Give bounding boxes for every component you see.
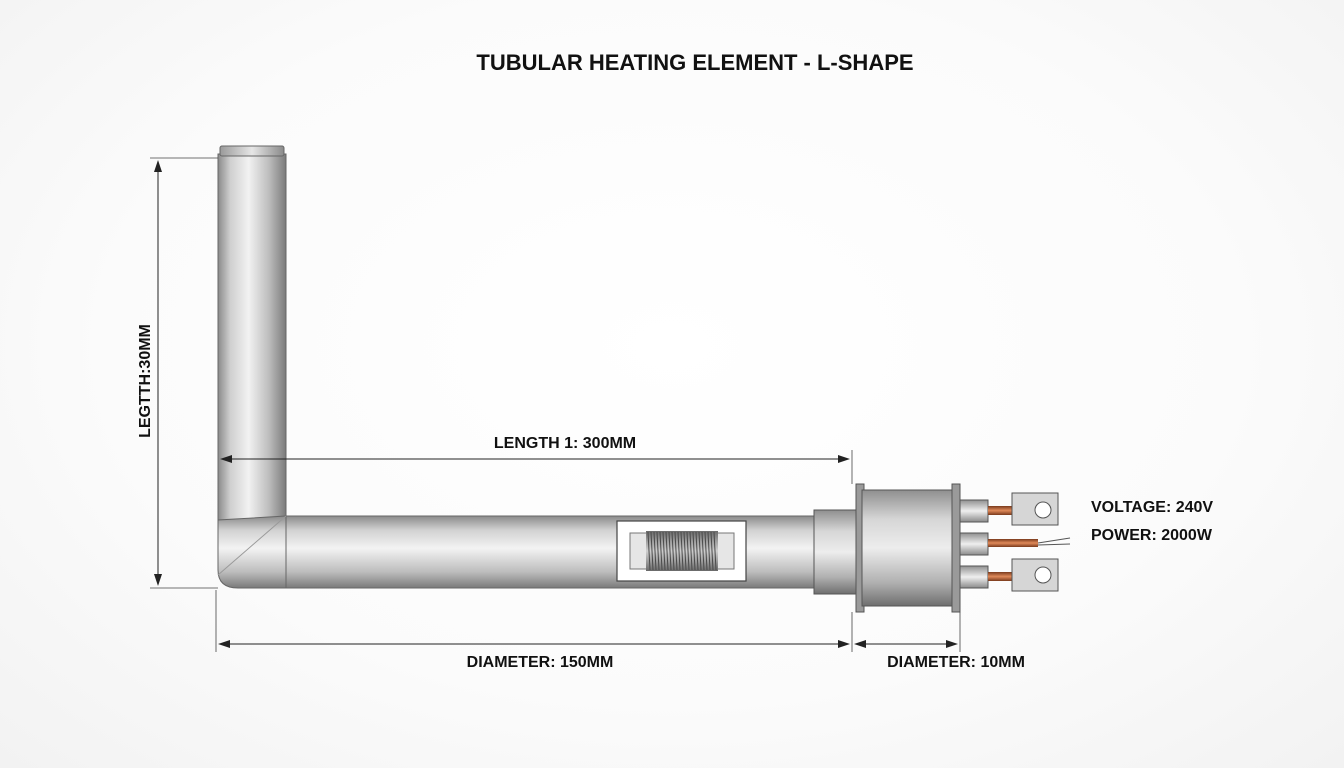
terminal-pin-top <box>959 499 989 523</box>
terminal-pin-middle <box>959 532 989 556</box>
coil-turn <box>653 531 657 571</box>
coil-turn <box>701 531 705 571</box>
coil-turn <box>671 531 675 571</box>
coil-turn <box>677 531 681 571</box>
coil-turn <box>683 531 687 571</box>
coil-turn <box>707 531 711 571</box>
dimension-vertical-length: LEGTTH:30MM <box>137 157 218 589</box>
horizontal-length-label: LENGTH 1: 300MM <box>494 435 636 452</box>
terminal-assembly <box>813 483 1071 613</box>
terminal-collar <box>813 509 857 595</box>
coil-turn <box>656 531 660 571</box>
dimension-diameter-main: DIAMETER: 150MM <box>215 590 853 671</box>
diameter-main-label: DIAMETER: 150MM <box>467 654 614 671</box>
coil-turn <box>710 531 714 571</box>
coil-turn <box>674 531 678 571</box>
vertical-tube-section <box>217 153 287 535</box>
coil-turn <box>665 531 669 571</box>
coil-turn <box>689 531 693 571</box>
coil-turn <box>659 531 663 571</box>
tube-end-cap <box>219 145 285 157</box>
voltage-label: VOLTAGE: 240V <box>1091 499 1213 516</box>
copper-lead-top <box>988 506 1024 515</box>
terminal-pin-bottom <box>959 565 989 589</box>
copper-lead-middle <box>988 539 1038 547</box>
lead-wire-middle-a <box>1037 537 1071 544</box>
coil-turn <box>713 531 717 571</box>
power-label: POWER: 2000W <box>1091 527 1213 544</box>
coil-turn <box>698 531 702 571</box>
terminal-flange-right <box>951 483 961 613</box>
diameter-terminal-label: DIAMETER: 10MM <box>887 654 1025 671</box>
coil-turn <box>692 531 696 571</box>
coil-turn <box>650 531 654 571</box>
diagram-title: TUBULAR HEATING ELEMENT - L-SHAPE <box>476 50 913 75</box>
coil-turn <box>704 531 708 571</box>
coil-turn <box>695 531 699 571</box>
terminal-housing <box>861 489 955 607</box>
coil-turn <box>686 531 690 571</box>
coil-turn <box>662 531 666 571</box>
coil-turn <box>668 531 672 571</box>
copper-lead-bottom <box>988 572 1024 581</box>
coil-cutaway <box>616 520 747 582</box>
coil-turn <box>647 531 651 571</box>
vertical-length-label: LEGTTH:30MM <box>137 324 154 438</box>
bend-seam-line <box>217 515 287 576</box>
lead-wire-middle-b <box>1037 543 1071 546</box>
dimension-diameter-terminal: DIAMETER: 10MM <box>854 612 1025 671</box>
ring-terminal-bottom <box>1011 558 1059 592</box>
ring-terminal-top <box>1011 492 1059 526</box>
dimension-horizontal-length: LENGTH 1: 300MM <box>220 435 853 484</box>
coil-turn <box>680 531 684 571</box>
